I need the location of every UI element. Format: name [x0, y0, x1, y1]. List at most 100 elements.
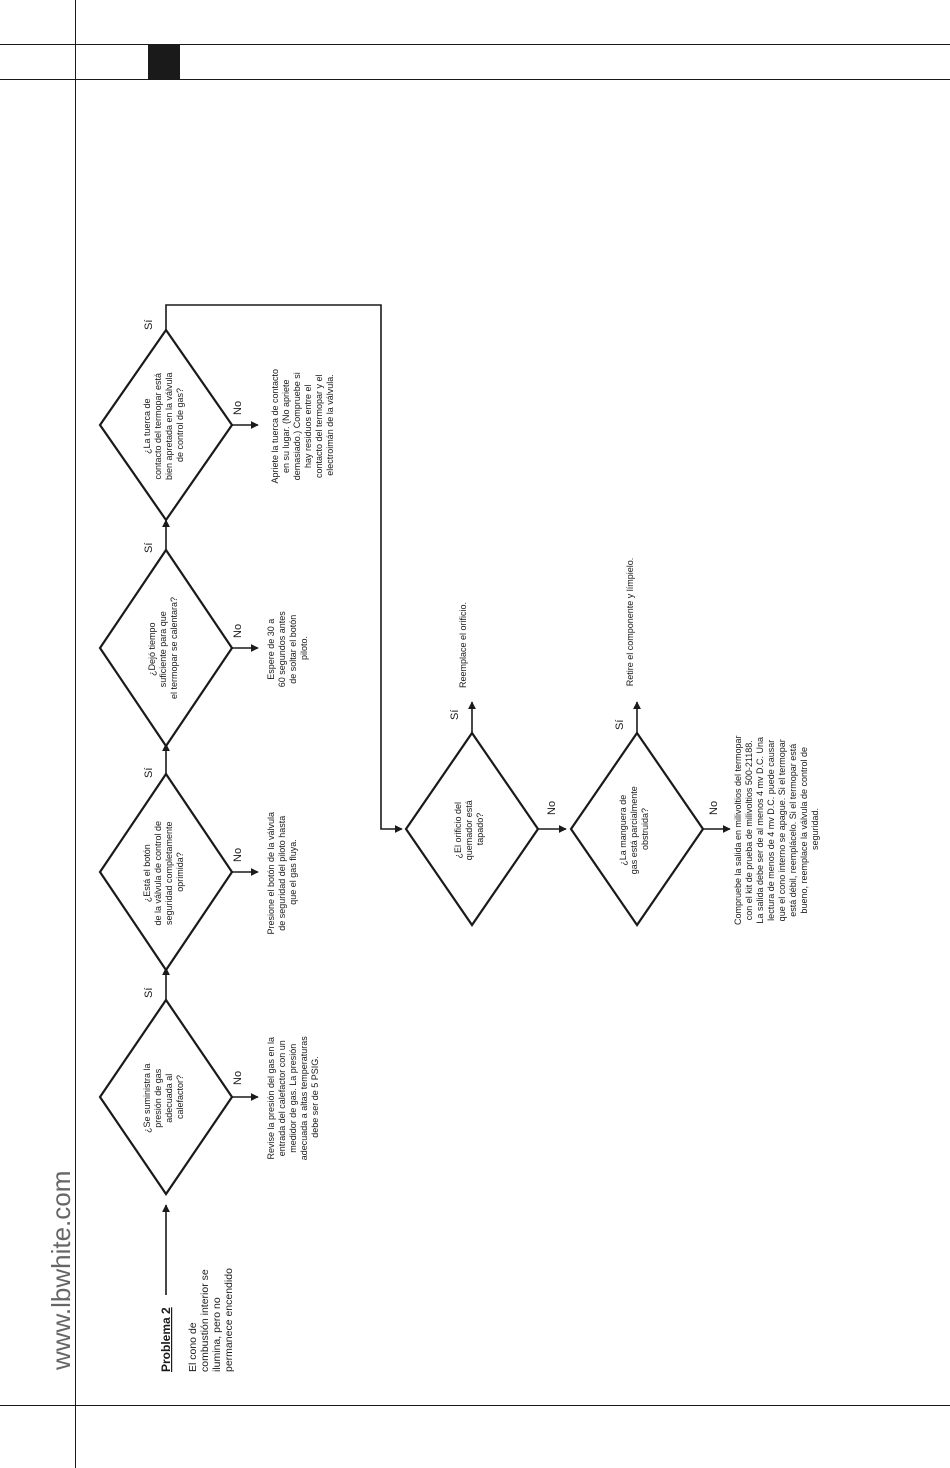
- question-line: quemador está: [464, 800, 474, 860]
- question-line: ¿Se suministra la: [142, 1063, 152, 1133]
- question-texts: ¿Se suministra la presión de gas adecuad…: [142, 370, 650, 1133]
- yes-label: Sí: [614, 720, 626, 730]
- action-line: lectura de menos de 4 mv D.C. puede caus…: [766, 740, 776, 921]
- question-line: contacto del termopar está: [153, 373, 163, 480]
- question-line: adecuada al: [164, 1074, 174, 1123]
- action-line: en su lugar. (No apriete: [281, 379, 291, 473]
- question-line: tapado?: [475, 813, 485, 846]
- decision-diamond-q1: [98, 998, 234, 1196]
- action-line: Presione el botón de la válvula: [266, 812, 276, 935]
- decision-diamond-q4: [98, 328, 234, 522]
- problem-description-line: combustión interior se: [199, 1269, 211, 1372]
- left-margin-rule: [75, 0, 76, 1468]
- action-line: electroimán de la válvula.: [325, 374, 335, 476]
- action-line: está débil, reemplácelo. Si el termopar …: [788, 744, 798, 917]
- question-line: oprimida?: [175, 852, 185, 892]
- problem-description-line: permanece encendido: [223, 1268, 235, 1372]
- question-q4: ¿La tuerca de contacto del termopar está…: [142, 370, 185, 480]
- no-label: No: [232, 1071, 244, 1085]
- bottom-rule: [0, 1405, 950, 1406]
- action-a6: Retire el componente y límpielo.: [625, 558, 635, 687]
- decision-diamond-q3: [98, 548, 234, 748]
- no-label: No: [546, 801, 558, 815]
- action-a3: Espere de 30 a 60 segundos antes de solt…: [266, 609, 309, 688]
- action-line: Apriete la tuerca de contacto: [270, 369, 280, 484]
- action-line: Espere de 30 a: [266, 619, 276, 680]
- decision-diamond-q5: [404, 731, 540, 927]
- question-line: ¿Está el botón: [142, 844, 152, 902]
- yes-arrow-q4-q5: [165, 304, 403, 833]
- action-line: que el gas fluya.: [288, 839, 298, 905]
- action-line: bueno, reemplace la válvula de control d…: [799, 747, 809, 914]
- no-label: No: [232, 401, 244, 415]
- yes-label: Sí: [143, 543, 155, 553]
- branch-labels: Sí Sí Sí Sí Sí Sí No No No No No No: [143, 320, 720, 1085]
- question-line: de control de gas?: [175, 388, 185, 462]
- action-a4: Apriete la tuerca de contacto en su luga…: [270, 366, 335, 483]
- action-line: 60 segundos antes: [277, 611, 287, 688]
- action-line: medidor de gas. La presión: [288, 1044, 298, 1153]
- question-line: seguridad completamente: [164, 821, 174, 925]
- decision-diamond-q6: [569, 731, 705, 927]
- action-line: de soltar el botón: [288, 615, 298, 684]
- question-line: ¿La manguera de: [618, 795, 628, 866]
- question-line: ¿La tuerca de: [142, 398, 152, 454]
- action-line: Reemplace el orificio.: [458, 602, 468, 688]
- action-line: Revise la presión del gas en la: [266, 1037, 276, 1160]
- question-line: gas está parcialmente: [629, 786, 639, 874]
- problem-block: Problema 2 El cono de combustión interio…: [159, 1266, 235, 1372]
- question-line: suficiente para que: [158, 611, 168, 687]
- problem-description: El cono de combustión interior se ilumin…: [187, 1266, 235, 1372]
- question-q1: ¿Se suministra la presión de gas adecuad…: [142, 1061, 185, 1133]
- question-line: bien apretada en la válvula: [164, 372, 174, 480]
- problem-description-line: El cono de: [187, 1322, 199, 1372]
- no-label: No: [232, 624, 244, 638]
- action-line: que el cono interno se apague. Si el ter…: [777, 739, 787, 921]
- action-line: seguridad.: [810, 808, 820, 850]
- top-rule: [0, 44, 950, 45]
- header-rule: [0, 79, 950, 80]
- question-line: presión de gas: [153, 1068, 163, 1128]
- action-line: Retire el componente y límpielo.: [625, 558, 635, 687]
- action-line: con el kit de prueba de milivoltios 500-…: [744, 740, 754, 920]
- yes-label: Sí: [143, 320, 155, 330]
- action-a7: Compruebe la salida en milivoltios del t…: [733, 733, 820, 925]
- yes-label: Sí: [143, 768, 155, 778]
- action-line: piloto.: [299, 636, 309, 660]
- website-url: www.lbwhite.com: [46, 1171, 76, 1371]
- no-label: No: [232, 848, 244, 862]
- question-q6: ¿La manguera de gas está parcialmente ob…: [618, 784, 650, 875]
- action-a5: Reemplace el orificio.: [458, 602, 468, 688]
- problem-description-line: ilumina, pero no: [211, 1297, 223, 1372]
- question-line: calefactor?: [175, 1075, 185, 1119]
- yes-label: Sí: [449, 710, 461, 720]
- action-a2: Presione el botón de la válvula de segur…: [266, 809, 298, 934]
- action-line: hay residuos entre el: [303, 384, 313, 468]
- decision-diamond-q2: [98, 772, 234, 972]
- question-line: el termopar se calentara?: [169, 597, 179, 699]
- action-line: contacto del termopar y el: [314, 374, 324, 478]
- action-line: Compruebe la salida en milivoltios del t…: [733, 735, 743, 925]
- question-q5: ¿El orificio del quemador está tapado?: [453, 798, 485, 861]
- question-line: ¿El orificio del: [453, 802, 463, 859]
- question-line: obstruida?: [640, 808, 650, 850]
- action-line: de seguridad del piloto hasta: [277, 816, 287, 931]
- no-label: No: [708, 801, 720, 815]
- action-a1: Revise la presión del gas en la entrada …: [266, 1034, 320, 1161]
- question-q3: ¿Dejó tiempo suficiente para que el term…: [147, 597, 179, 699]
- action-line: adecuada a altas temperaturas: [299, 1036, 309, 1161]
- question-q2: ¿Está el botón de la válvula de control …: [142, 818, 185, 925]
- flow-connectors: [162, 304, 731, 1295]
- action-line: entrada del calefactor con un: [277, 1040, 287, 1156]
- question-line: de la válvula de control de: [153, 821, 163, 926]
- action-texts: Revise la presión del gas en la entrada …: [266, 366, 820, 1161]
- yes-label: Sí: [143, 988, 155, 998]
- decision-diamonds: [98, 328, 705, 1196]
- action-line: debe ser de 5 PSIG.: [310, 1056, 320, 1138]
- action-line: demasiado.) Compruebe si: [292, 372, 302, 480]
- action-line: La salida debe ser de al menos 4 mv D.C.…: [755, 737, 765, 924]
- problem-title: Problema 2: [159, 1307, 173, 1372]
- question-line: ¿Dejó tiempo: [147, 622, 157, 676]
